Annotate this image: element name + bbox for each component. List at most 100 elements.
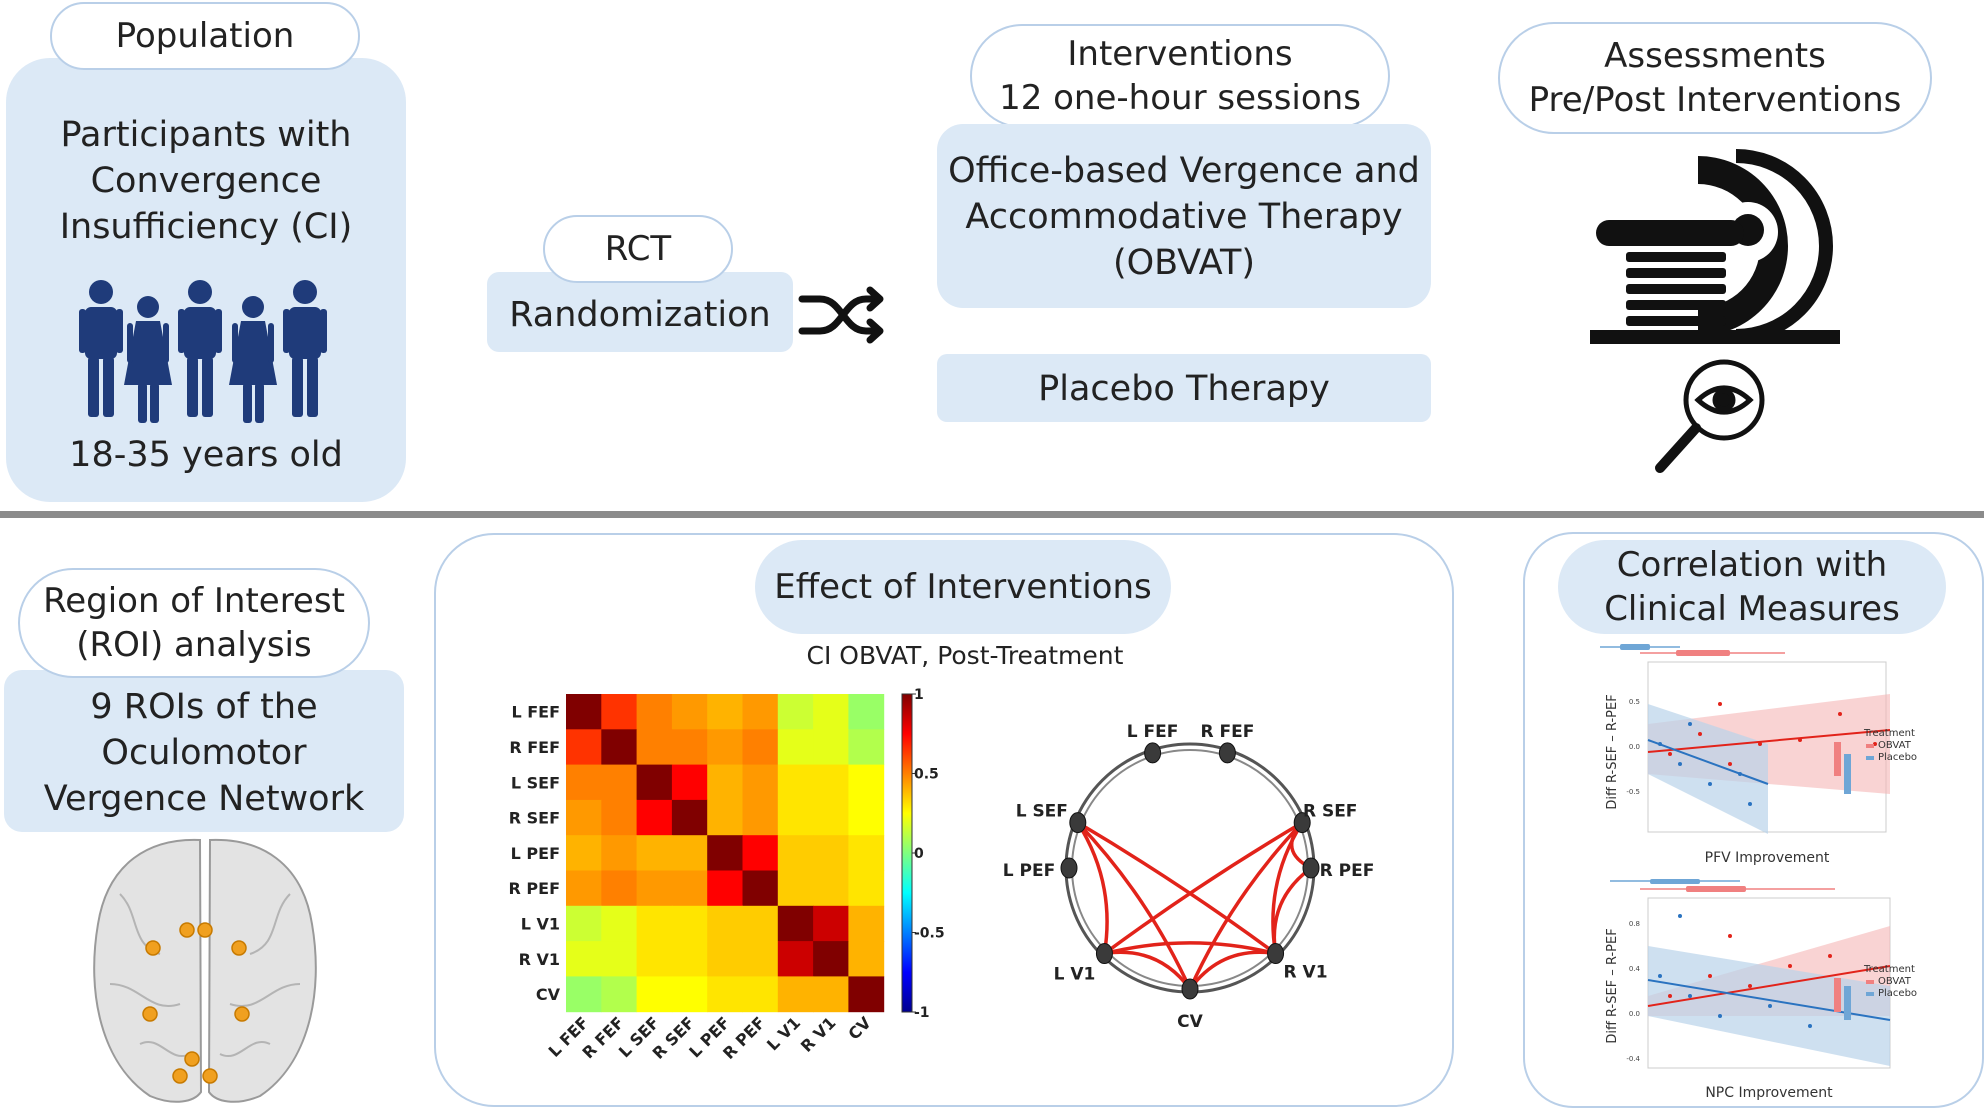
heatmap-cell <box>813 976 849 1013</box>
heatmap-cell <box>671 835 708 871</box>
rct-label: Randomization <box>509 295 771 335</box>
heatmap-cell <box>636 835 673 871</box>
heatmap-cell <box>566 941 602 977</box>
heatmap-cell <box>601 694 638 730</box>
heatmap-cell <box>566 835 602 871</box>
heatmap-cell <box>813 941 849 977</box>
heatmap-cell <box>777 799 814 836</box>
heatmap-cell <box>742 694 779 730</box>
assessments-tag: Assessments Pre/Post Interventions <box>1498 22 1932 134</box>
heatmap-cell <box>707 764 743 801</box>
heatmap-cell <box>671 941 708 977</box>
svg-text:0.4: 0.4 <box>1629 965 1641 973</box>
network-node-label: L PEF <box>1003 861 1055 881</box>
heatmap-cell <box>707 799 743 836</box>
heatmap-cell <box>777 976 814 1013</box>
network-node-label: L V1 <box>1054 965 1096 985</box>
heatmap-col-label: CV <box>844 1013 875 1044</box>
network-node <box>1144 742 1162 764</box>
heatmap-cell <box>848 799 885 836</box>
plot1-xlabel: PFV Improvement <box>1705 850 1830 866</box>
therapy-placebo-box <box>937 354 1431 422</box>
heatmap-row-label: L FEF <box>511 703 560 722</box>
heatmap-cell <box>777 694 814 730</box>
heatmap-row-label: L V1 <box>521 914 560 933</box>
colorbar-tick-label: -0.5 <box>914 926 945 942</box>
heatmap-cell <box>636 729 673 766</box>
heatmap-cell <box>848 835 885 871</box>
heatmap-cell <box>601 729 638 766</box>
scatter-plot-npc: 0.80.40.0-0.4 Diff R-SEF – R-PEF NPC Imp… <box>1605 879 1917 1101</box>
heatmap-cell <box>777 729 814 766</box>
heatmap-cell <box>813 835 849 871</box>
section-divider <box>0 511 1984 518</box>
svg-text:-0.5: -0.5 <box>1626 788 1640 796</box>
network-edge <box>1272 866 1313 954</box>
heatmap-cell <box>601 905 638 942</box>
population-panel <box>6 58 406 502</box>
shuffle-icon <box>798 286 884 344</box>
heatmap-cell <box>566 694 602 730</box>
network-node <box>1060 857 1078 879</box>
heatmap-cell <box>813 694 849 730</box>
heatmap-cell <box>777 905 814 942</box>
heatmap-cell <box>742 835 779 871</box>
rct-tag: RCT <box>543 215 733 283</box>
heatmap-cell <box>848 941 885 977</box>
heatmap-cell <box>671 694 708 730</box>
plot2-ylabel: Diff R-SEF – R-PEF <box>1605 928 1620 1043</box>
heatmap-cell <box>707 835 743 871</box>
roi-panel <box>4 670 404 832</box>
network-node-label: R FEF <box>1200 722 1254 742</box>
heatmap-cell <box>671 870 708 907</box>
heatmap-col-label: L V1 <box>763 1013 804 1054</box>
svg-text:-0.4: -0.4 <box>1626 1055 1640 1063</box>
network-edge <box>1104 950 1192 991</box>
heatmap-cell <box>742 764 779 801</box>
eye-magnifier-icon <box>1655 359 1765 473</box>
therapy-placebo-label: Placebo Therapy <box>1038 369 1330 409</box>
heatmap-row-label: R PEF <box>509 879 560 898</box>
network-edge <box>1076 821 1277 955</box>
heatmap-cell <box>707 870 743 907</box>
heatmap-cell <box>777 764 814 801</box>
heatmap-row-label: R FEF <box>509 738 560 757</box>
heatmap-cell <box>848 905 885 942</box>
heatmap-cell <box>636 870 673 907</box>
roi-description: 9 ROIs of the Oculomotor Vergence Networ… <box>43 687 365 819</box>
network-node <box>1181 978 1199 1000</box>
effect-tag: Effect of Interventions <box>755 540 1171 634</box>
heatmap-cell <box>813 870 849 907</box>
svg-text:0.5: 0.5 <box>1629 698 1640 706</box>
plot1-ylabel: Diff R-SEF – R-PEF <box>1605 694 1620 809</box>
effect-subtitle: CI OBVAT, Post-Treatment <box>806 641 1124 670</box>
heatmap-row-label: L SEF <box>511 773 560 792</box>
heatmap-cell <box>566 870 602 907</box>
heatmap-col-label: R V1 <box>797 1013 840 1056</box>
heatmap-cell <box>707 694 743 730</box>
heatmap-cell <box>636 694 673 730</box>
heatmap-cell <box>813 729 849 766</box>
heatmap-cell <box>742 729 779 766</box>
network-node <box>1267 943 1285 965</box>
heatmap-cell <box>848 870 885 907</box>
heatmap-cell <box>671 729 708 766</box>
heatmap-cell <box>742 905 779 942</box>
therapy-obvat-box <box>937 124 1431 308</box>
heatmap-cell <box>848 694 885 730</box>
heatmap-cell <box>707 941 743 977</box>
heatmap-cell <box>636 905 673 942</box>
plot2-xlabel: NPC Improvement <box>1705 1085 1833 1101</box>
network-edge <box>1103 821 1304 955</box>
heatmap-cell <box>566 976 602 1013</box>
correlation-tag: Correlation with Clinical Measures <box>1558 540 1946 634</box>
heatmap-cell <box>636 941 673 977</box>
network-edge <box>1104 941 1276 956</box>
heatmap-cell <box>601 870 638 907</box>
heatmap-cell <box>777 835 814 871</box>
network-node-label: R PEF <box>1320 861 1375 881</box>
scatter-plot-pfv: 0.50.0-0.5 Diff R-SEF – R-PEF PFV Improv… <box>1600 644 1917 866</box>
heatmap-cell <box>601 799 638 836</box>
colorbar <box>901 693 913 1013</box>
